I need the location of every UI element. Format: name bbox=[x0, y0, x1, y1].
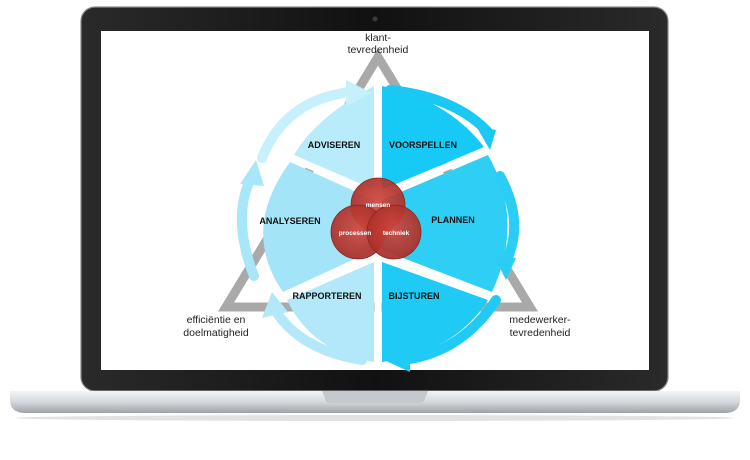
arc-arrow-bottom-left bbox=[270, 305, 367, 365]
segment-analyseren bbox=[263, 162, 374, 292]
arrowhead-bottom-right bbox=[384, 348, 410, 372]
label-plannen: PLANNEN bbox=[431, 215, 475, 225]
corner-label-left-2: doelmatigheid bbox=[183, 327, 249, 339]
arrowhead-right bbox=[494, 256, 516, 280]
label-rapporteren: RAPPORTEREN bbox=[292, 291, 361, 301]
segment-rapporteren bbox=[287, 262, 374, 362]
trackpad-notch bbox=[322, 391, 428, 403]
venn-circle-techniek bbox=[366, 204, 422, 260]
label-adviseren: ADVISEREN bbox=[308, 140, 361, 150]
segment-adviseren bbox=[294, 86, 374, 190]
arc-arrow-top-left bbox=[257, 87, 355, 163]
corner-label-right-1: medewerker- bbox=[509, 314, 571, 326]
arrowhead-bottom-left bbox=[262, 292, 288, 318]
cycle-diagram: ADVISEREN VOORSPELLEN PLANNEN BIJSTUREN … bbox=[183, 32, 571, 372]
segment-plannen bbox=[382, 155, 508, 292]
corner-label-top-2: tevredenheid bbox=[348, 44, 409, 56]
corner-label-right-2: tevredenheid bbox=[510, 327, 571, 339]
venn-label-mensen: mensen bbox=[366, 202, 391, 209]
arc-arrow-left bbox=[236, 175, 259, 281]
label-bijsturen: BIJSTUREN bbox=[388, 291, 439, 301]
venn-label-processen: processen bbox=[339, 230, 372, 237]
corner-label-top-1: klant- bbox=[365, 32, 391, 44]
arc-arrow-top-right bbox=[385, 85, 493, 137]
venn-diagram bbox=[330, 177, 422, 260]
segment-voorspellen bbox=[382, 86, 484, 190]
segment-bijsturen bbox=[382, 262, 488, 362]
venn-label-techniek: techniek bbox=[383, 230, 410, 237]
arc-arrow-bottom-right bbox=[399, 295, 501, 365]
cycle-arrows bbox=[236, 80, 520, 372]
camera-icon bbox=[372, 16, 378, 22]
base-shadow bbox=[15, 415, 735, 421]
label-voorspellen: VOORSPELLEN bbox=[389, 140, 457, 150]
arrowhead-top-left bbox=[346, 80, 372, 106]
label-analyseren: ANALYSEREN bbox=[259, 216, 320, 226]
corner-label-left-1: efficiëntie en bbox=[187, 314, 246, 326]
arrowhead-left bbox=[240, 160, 264, 186]
arrowhead-top-right bbox=[476, 126, 496, 150]
arc-arrow-right bbox=[495, 171, 520, 267]
